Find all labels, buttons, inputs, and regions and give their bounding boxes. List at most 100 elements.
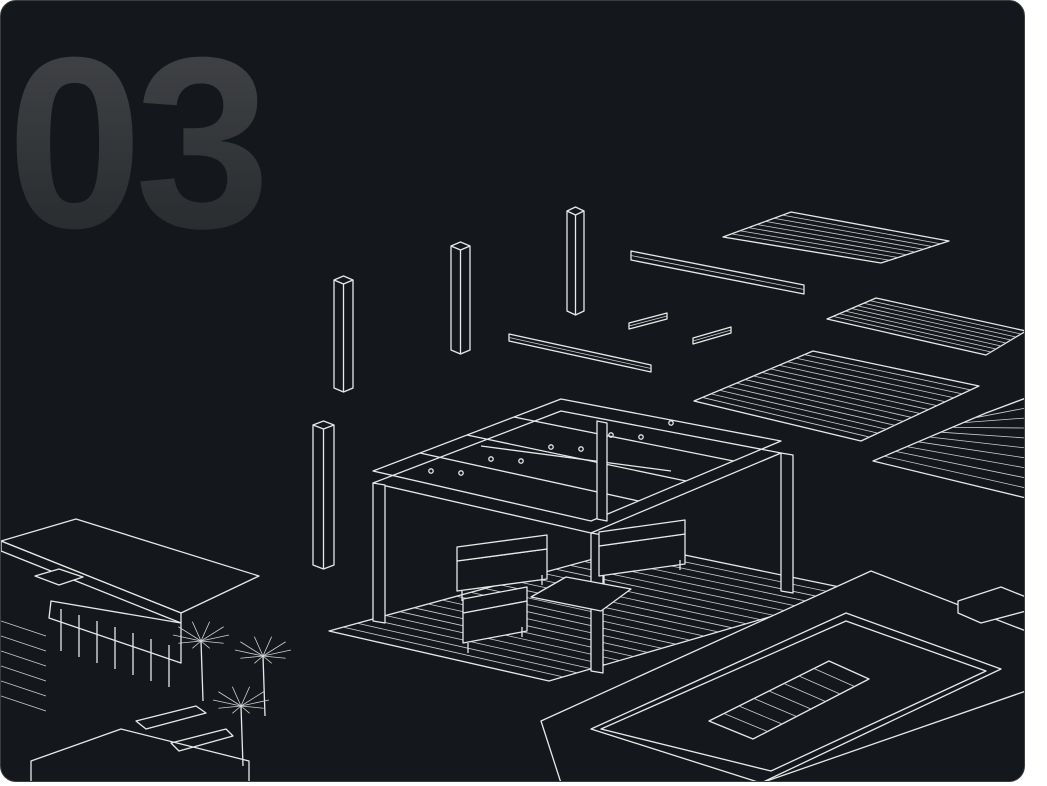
main-deck-plank [399, 611, 620, 661]
pool-float-plank [783, 683, 826, 702]
pool-float-plank [723, 713, 768, 732]
main-deck-plank [499, 584, 719, 633]
palm-tree [191, 621, 202, 642]
beam [508, 337, 652, 369]
pergola-exploded-illustration [1, 206, 1024, 781]
deck-panel-plank [748, 227, 907, 256]
deck-panel-plank [753, 375, 921, 414]
plant [240, 705, 264, 709]
plant [240, 705, 250, 714]
palm-tree [178, 626, 202, 642]
palm-tree [262, 655, 286, 659]
string-light [668, 420, 674, 426]
palm-tree [200, 640, 224, 644]
house-deck [1, 680, 47, 697]
deck-panel-plank [918, 441, 1024, 459]
beam-short [692, 329, 732, 342]
pool-float-plank [798, 675, 841, 695]
pool-edge [590, 612, 1002, 781]
plant [240, 691, 264, 707]
string-light [578, 446, 584, 452]
pergola-column [372, 482, 386, 624]
deck-panel-plank [770, 368, 937, 407]
pool-deck [540, 570, 1024, 781]
palm-tree [192, 640, 202, 649]
palm-tree [254, 655, 264, 664]
beam [630, 255, 805, 290]
post [323, 424, 335, 430]
pergola-rafter [480, 445, 672, 472]
deck-panel-plank [778, 364, 946, 403]
deck-panel-plank [929, 436, 1024, 449]
deck-panel-plank [869, 300, 1022, 335]
step-card: 03 [0, 0, 1025, 782]
deck-panel-plank [839, 313, 997, 350]
deck-panel-plank [731, 233, 890, 261]
string-light [608, 432, 614, 438]
deck-panel [872, 398, 1024, 499]
pergola-rafter [513, 416, 734, 462]
sunbed [957, 586, 1024, 624]
beam-short [628, 315, 668, 327]
house-deck [1, 695, 47, 712]
palm-tree [262, 636, 273, 657]
pool-float-plank [753, 698, 797, 717]
deck-panel-plank [787, 361, 954, 399]
pool-float-plank [738, 705, 783, 725]
deck-panel-plank [765, 220, 924, 250]
plant [218, 705, 242, 709]
house-deck [1, 650, 47, 667]
palm-tree [200, 640, 204, 702]
sofa [598, 519, 686, 547]
palm-tree [172, 634, 202, 642]
palm-tree [240, 655, 264, 659]
deck-panel-plank [739, 230, 899, 258]
coffee-table [530, 576, 632, 612]
palm-tree [262, 655, 272, 664]
pool-water [600, 620, 987, 772]
plant [212, 699, 242, 707]
palm-tree [240, 641, 264, 657]
string-light [428, 468, 434, 474]
palm-tree [253, 636, 264, 657]
palm-tree [234, 649, 264, 657]
deck-panel-plank [744, 379, 912, 418]
post [333, 279, 344, 285]
string-light [548, 444, 554, 450]
roof-skylight [34, 568, 84, 586]
deck-panel-plank [863, 302, 1017, 338]
deck-panel-plank [974, 407, 1024, 419]
plant [231, 686, 242, 707]
deck-panel-plank [845, 310, 1002, 347]
deck-panel [826, 297, 1024, 356]
deck-panel-plank [851, 308, 1007, 344]
deck-panel-plank [795, 357, 963, 395]
deck-panel-plank [963, 417, 1024, 423]
pool-left [30, 728, 250, 781]
pergola-column [596, 420, 608, 522]
pergola-frame [372, 398, 782, 522]
post [460, 245, 471, 251]
main-deck-plank [357, 622, 578, 674]
deck-panel-plank [857, 305, 1012, 341]
lounger [135, 705, 207, 730]
palm-tree [200, 626, 224, 642]
deck-panel-plank [727, 386, 895, 426]
deck-panel [722, 211, 950, 264]
palm-tree [200, 621, 211, 642]
deck-panel-plank [884, 455, 1024, 488]
plant [240, 705, 244, 767]
pool-float-plank [768, 690, 812, 710]
palm-tree [200, 640, 210, 649]
post [343, 279, 354, 285]
deck-panel-plank [710, 393, 878, 434]
string-light [458, 470, 464, 476]
house-deck [1, 665, 47, 682]
plant [218, 691, 242, 707]
house-roof-edge [1, 540, 182, 624]
main-deck-plank [385, 615, 606, 666]
string-light [638, 434, 644, 440]
deck-panel-plank [761, 372, 929, 410]
plant [232, 705, 242, 714]
step-number: 03 [7, 6, 270, 279]
